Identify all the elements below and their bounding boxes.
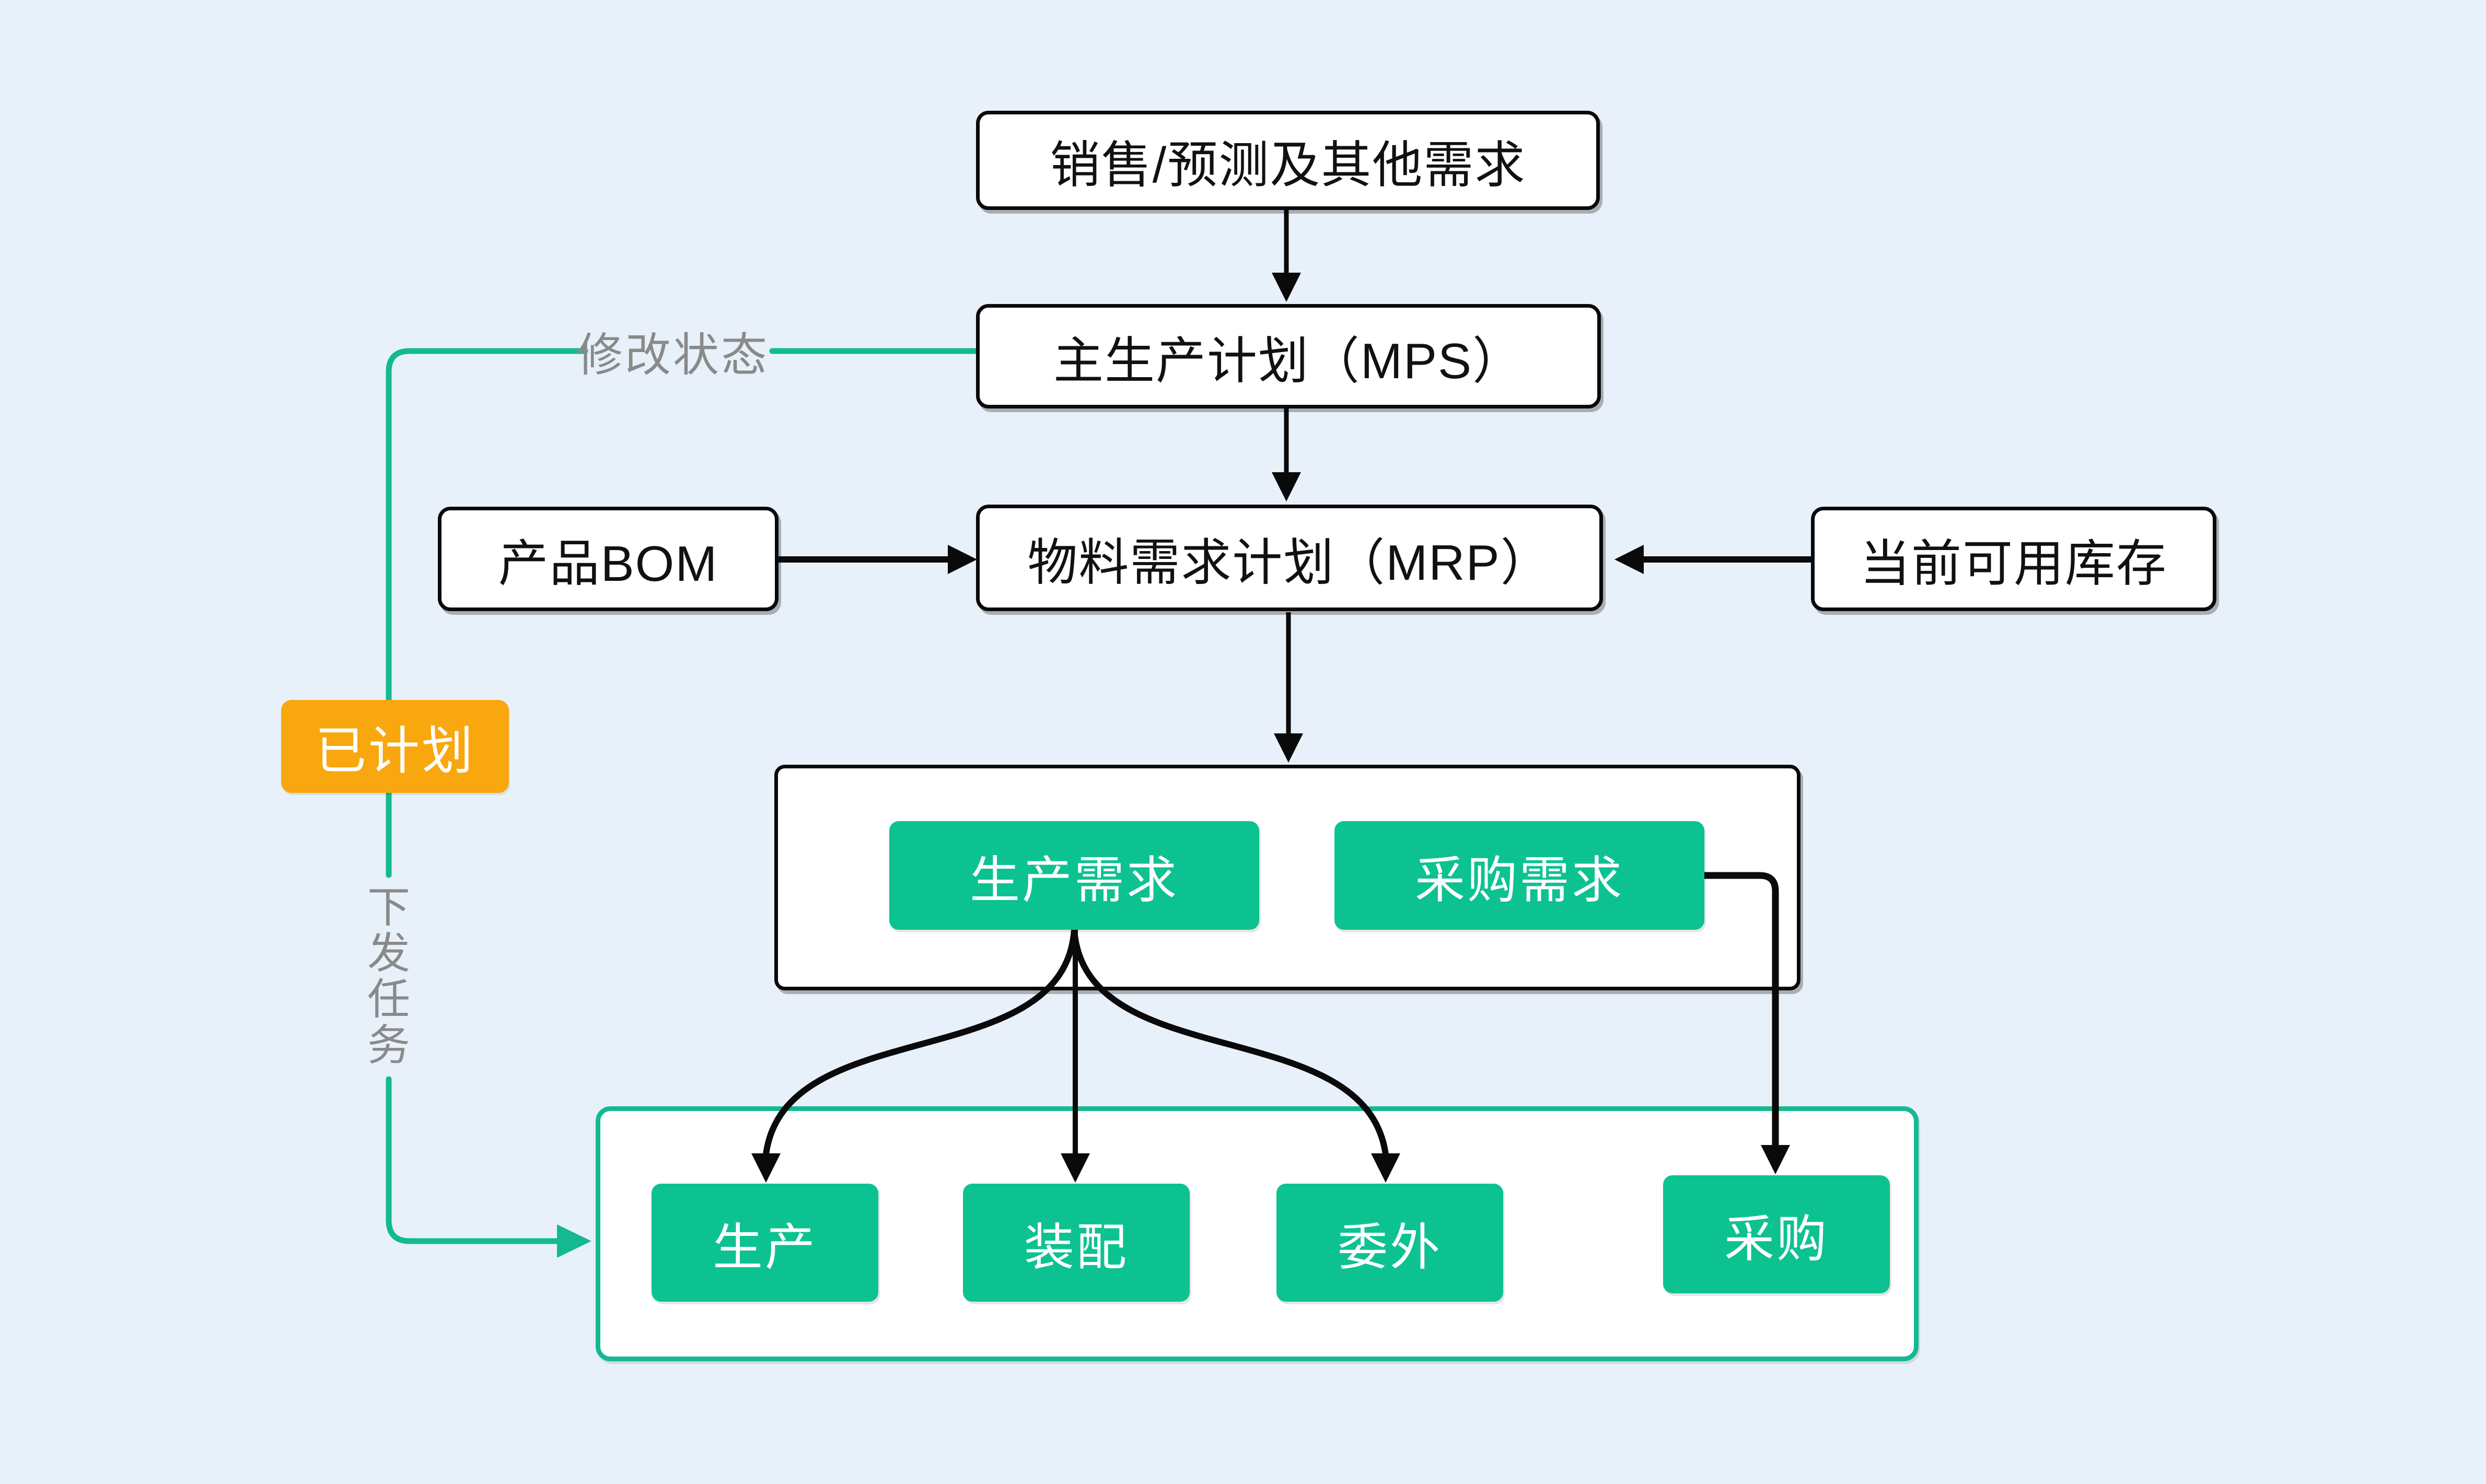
dispatch-task-char: 发 xyxy=(367,930,410,977)
node-assembly: 装配 xyxy=(963,1184,1190,1302)
status-badge-planned: 已计划 xyxy=(281,700,509,793)
edge-label-modify-status-text: 修改状态 xyxy=(576,329,769,381)
node-outsourcing: 委外 xyxy=(1276,1184,1503,1302)
node-sales-forecast-label: 销售/预测及其他需求 xyxy=(1050,137,1526,193)
node-product-bom-label: 产品BOM xyxy=(498,535,718,592)
dispatch-task-char: 下 xyxy=(367,884,410,931)
node-production: 生产 xyxy=(652,1184,878,1302)
dispatch-task-char: 务 xyxy=(367,1022,410,1069)
node-available-inventory-label: 当前可用库存 xyxy=(1860,535,2167,592)
status-badge-planned-label: 已计划 xyxy=(315,722,475,779)
node-production-demand-label: 生产需求 xyxy=(970,852,1179,908)
node-purchase: 采购 xyxy=(1663,1175,1890,1293)
node-outsourcing-label: 委外 xyxy=(1338,1219,1442,1276)
arrow-inventory-to-mrp xyxy=(1614,545,1811,574)
teal-arrowhead xyxy=(557,1224,591,1258)
node-assembly-label: 装配 xyxy=(1024,1219,1129,1276)
edge-label-dispatch-task: 下 发 任 务 xyxy=(364,885,414,1069)
arrow-bom-to-mrp xyxy=(779,545,977,574)
arrow-mrp-to-demand-group xyxy=(1274,612,1303,763)
dispatch-task-char: 任 xyxy=(367,976,410,1023)
arrow-sales-to-mps xyxy=(1272,210,1301,302)
arrow-mps-to-mrp xyxy=(1272,408,1301,501)
node-mrp: 物料需求计划（MRP） xyxy=(976,505,1603,611)
node-sales-forecast: 销售/预测及其他需求 xyxy=(976,111,1600,210)
node-product-bom: 产品BOM xyxy=(438,507,779,611)
node-mps: 主生产计划（MPS） xyxy=(976,304,1601,408)
node-purchase-label: 采购 xyxy=(1724,1211,1829,1267)
node-mrp-label: 物料需求计划（MRP） xyxy=(1027,534,1552,591)
node-purchase-demand: 采购需求 xyxy=(1334,821,1704,930)
node-mps-label: 主生产计划（MPS） xyxy=(1053,333,1524,389)
node-production-label: 生产 xyxy=(713,1219,817,1276)
edge-label-modify-status: 修改状态 xyxy=(568,326,777,381)
node-purchase-demand-label: 采购需求 xyxy=(1415,852,1624,908)
node-production-demand: 生产需求 xyxy=(889,821,1259,930)
node-available-inventory: 当前可用库存 xyxy=(1811,507,2216,611)
